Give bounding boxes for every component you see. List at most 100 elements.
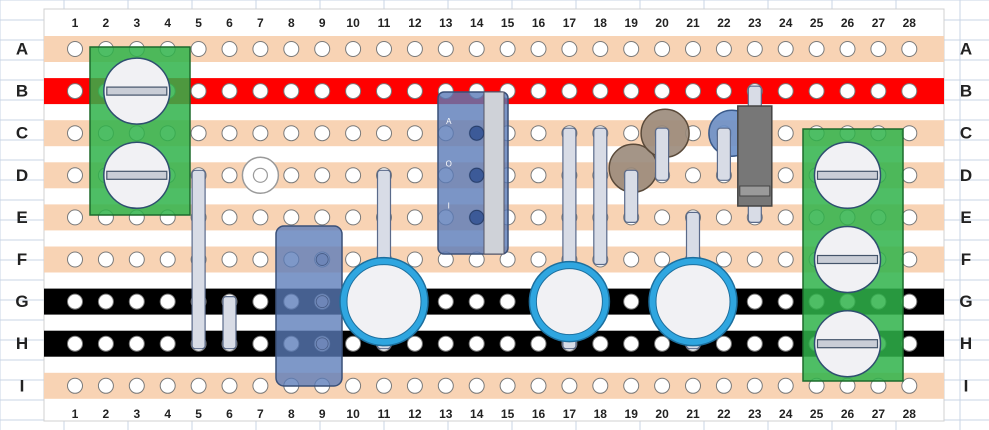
relay-pin [315,253,329,266]
hole [746,377,763,394]
hole [406,335,423,352]
mounting-hole [241,156,280,195]
column-label: 10 [346,16,360,30]
column-label: 19 [625,407,639,421]
hole [221,41,238,57]
column-label: 6 [226,407,233,421]
hole [314,125,331,142]
hole [623,125,640,142]
hole [345,335,362,352]
row-label: G [15,292,28,311]
column-label: 28 [903,407,917,421]
column-label: 20 [655,407,669,421]
hole [623,293,640,310]
hole [715,251,732,268]
relay-pin [315,337,329,351]
screw-slot [816,170,879,180]
hole [901,41,918,57]
column-label: 1 [72,16,79,30]
hole [839,41,856,57]
row-label: A [960,39,972,58]
hole [530,167,547,184]
hole [190,377,207,394]
hole [128,335,145,352]
hole [221,125,238,142]
hole [97,377,114,394]
row-label: E [960,208,971,227]
switch-pin [469,125,485,141]
hole [406,377,423,394]
hole [406,125,423,142]
hole [97,335,114,352]
capacitor-3 [648,256,738,347]
wire-link [593,127,608,266]
relay-pin [315,295,329,309]
column-label: 4 [164,407,171,421]
hole [777,41,794,57]
hole [623,41,640,57]
hole [901,83,918,100]
switch-label: I [448,201,450,210]
hole [777,377,794,394]
board-labels: 1122334455667788991010111112121313141415… [15,16,972,421]
column-label: 21 [686,16,700,30]
column-label: 3 [133,16,140,30]
screw-slot [106,170,168,180]
hole [128,377,145,394]
column-label: 4 [164,16,171,30]
hole [746,293,763,310]
hole [808,41,825,57]
column-label: 9 [319,16,326,30]
column-label: 24 [779,407,793,421]
capacitor-top [655,264,731,340]
switch-actuator [483,91,505,255]
hole [530,83,547,100]
hole [221,167,238,184]
column-label: 22 [717,407,731,421]
hole [376,377,392,394]
hole [746,41,763,57]
hole [901,377,918,394]
hole [406,167,423,184]
terminal-block-right [802,128,904,382]
switch-pin [469,209,485,225]
hole [839,83,856,100]
hole [654,209,671,226]
wire-link [222,296,237,350]
hole [715,335,732,352]
column-label: 14 [470,407,484,421]
hole [623,335,640,352]
hole [345,125,362,142]
column-label: 18 [594,407,608,421]
column-label: 25 [810,16,824,30]
hole [345,251,362,268]
hole [190,83,207,100]
row-label: I [964,376,969,395]
row-label: I [20,376,25,395]
capacitor-2 [528,260,611,343]
column-label: 12 [408,16,422,30]
hole [530,377,547,394]
hole [314,167,331,184]
column-label: 3 [133,407,140,421]
column-label: 19 [625,16,639,30]
hole [530,335,547,352]
column-label: 17 [563,16,577,30]
hole [376,125,392,142]
column-label: 28 [903,16,917,30]
hole [499,293,516,310]
hole [901,125,918,142]
trimmer-lead [654,127,670,181]
hole [437,293,454,310]
washer-hole [252,167,268,183]
column-label: 26 [841,16,855,30]
hole [623,251,640,268]
column-label: 12 [408,407,422,421]
hole [654,377,671,394]
row-label: F [17,250,27,269]
hole [283,167,300,184]
hole [345,167,362,184]
column-label: 21 [686,407,700,421]
screw-slot [816,339,879,349]
